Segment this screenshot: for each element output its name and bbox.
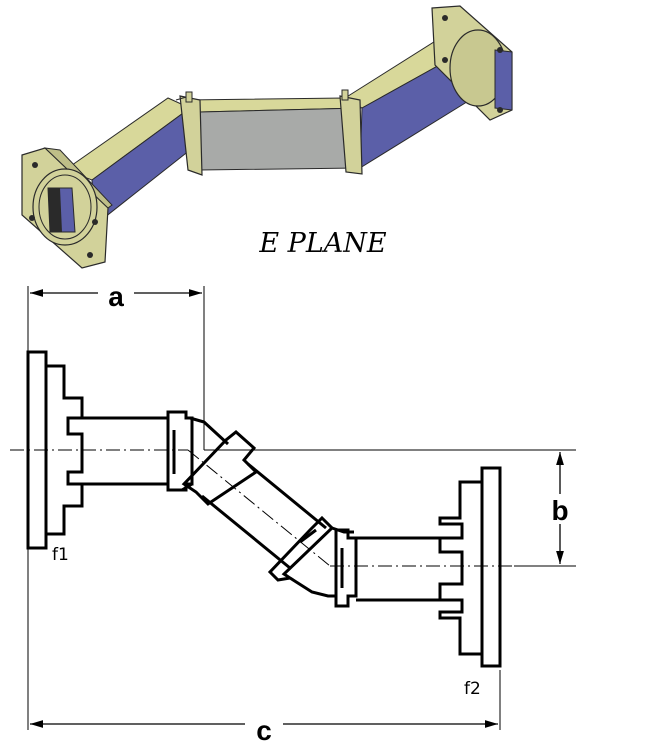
- flange-f1-3d: [21, 147, 113, 269]
- upper-diagonal-flange: [181, 430, 259, 506]
- left-straight-pipe: [82, 416, 168, 486]
- flange-f1-label: f1: [52, 545, 69, 565]
- diagram-title: E PLANE: [258, 228, 387, 259]
- lower-diagonal-flange: [267, 515, 335, 582]
- dim-a-label: a: [108, 281, 124, 312]
- center-lines: [10, 449, 514, 567]
- flange-f2-label: f2: [464, 679, 481, 699]
- joint-flange-left: [175, 91, 203, 176]
- right-joint-flange: [334, 528, 358, 608]
- right-straight-pipe: [356, 536, 440, 602]
- diagonal-pipe: [201, 462, 327, 570]
- dim-b-label: b: [551, 495, 568, 526]
- joint-flange-right: [339, 89, 363, 175]
- dim-c-label: c: [256, 715, 272, 746]
- orthographic-view: [26, 350, 502, 668]
- center-section: [183, 97, 362, 172]
- isometric-view: [21, 5, 513, 269]
- flange-f2-3d: [431, 5, 513, 121]
- flange-f2: [438, 466, 502, 668]
